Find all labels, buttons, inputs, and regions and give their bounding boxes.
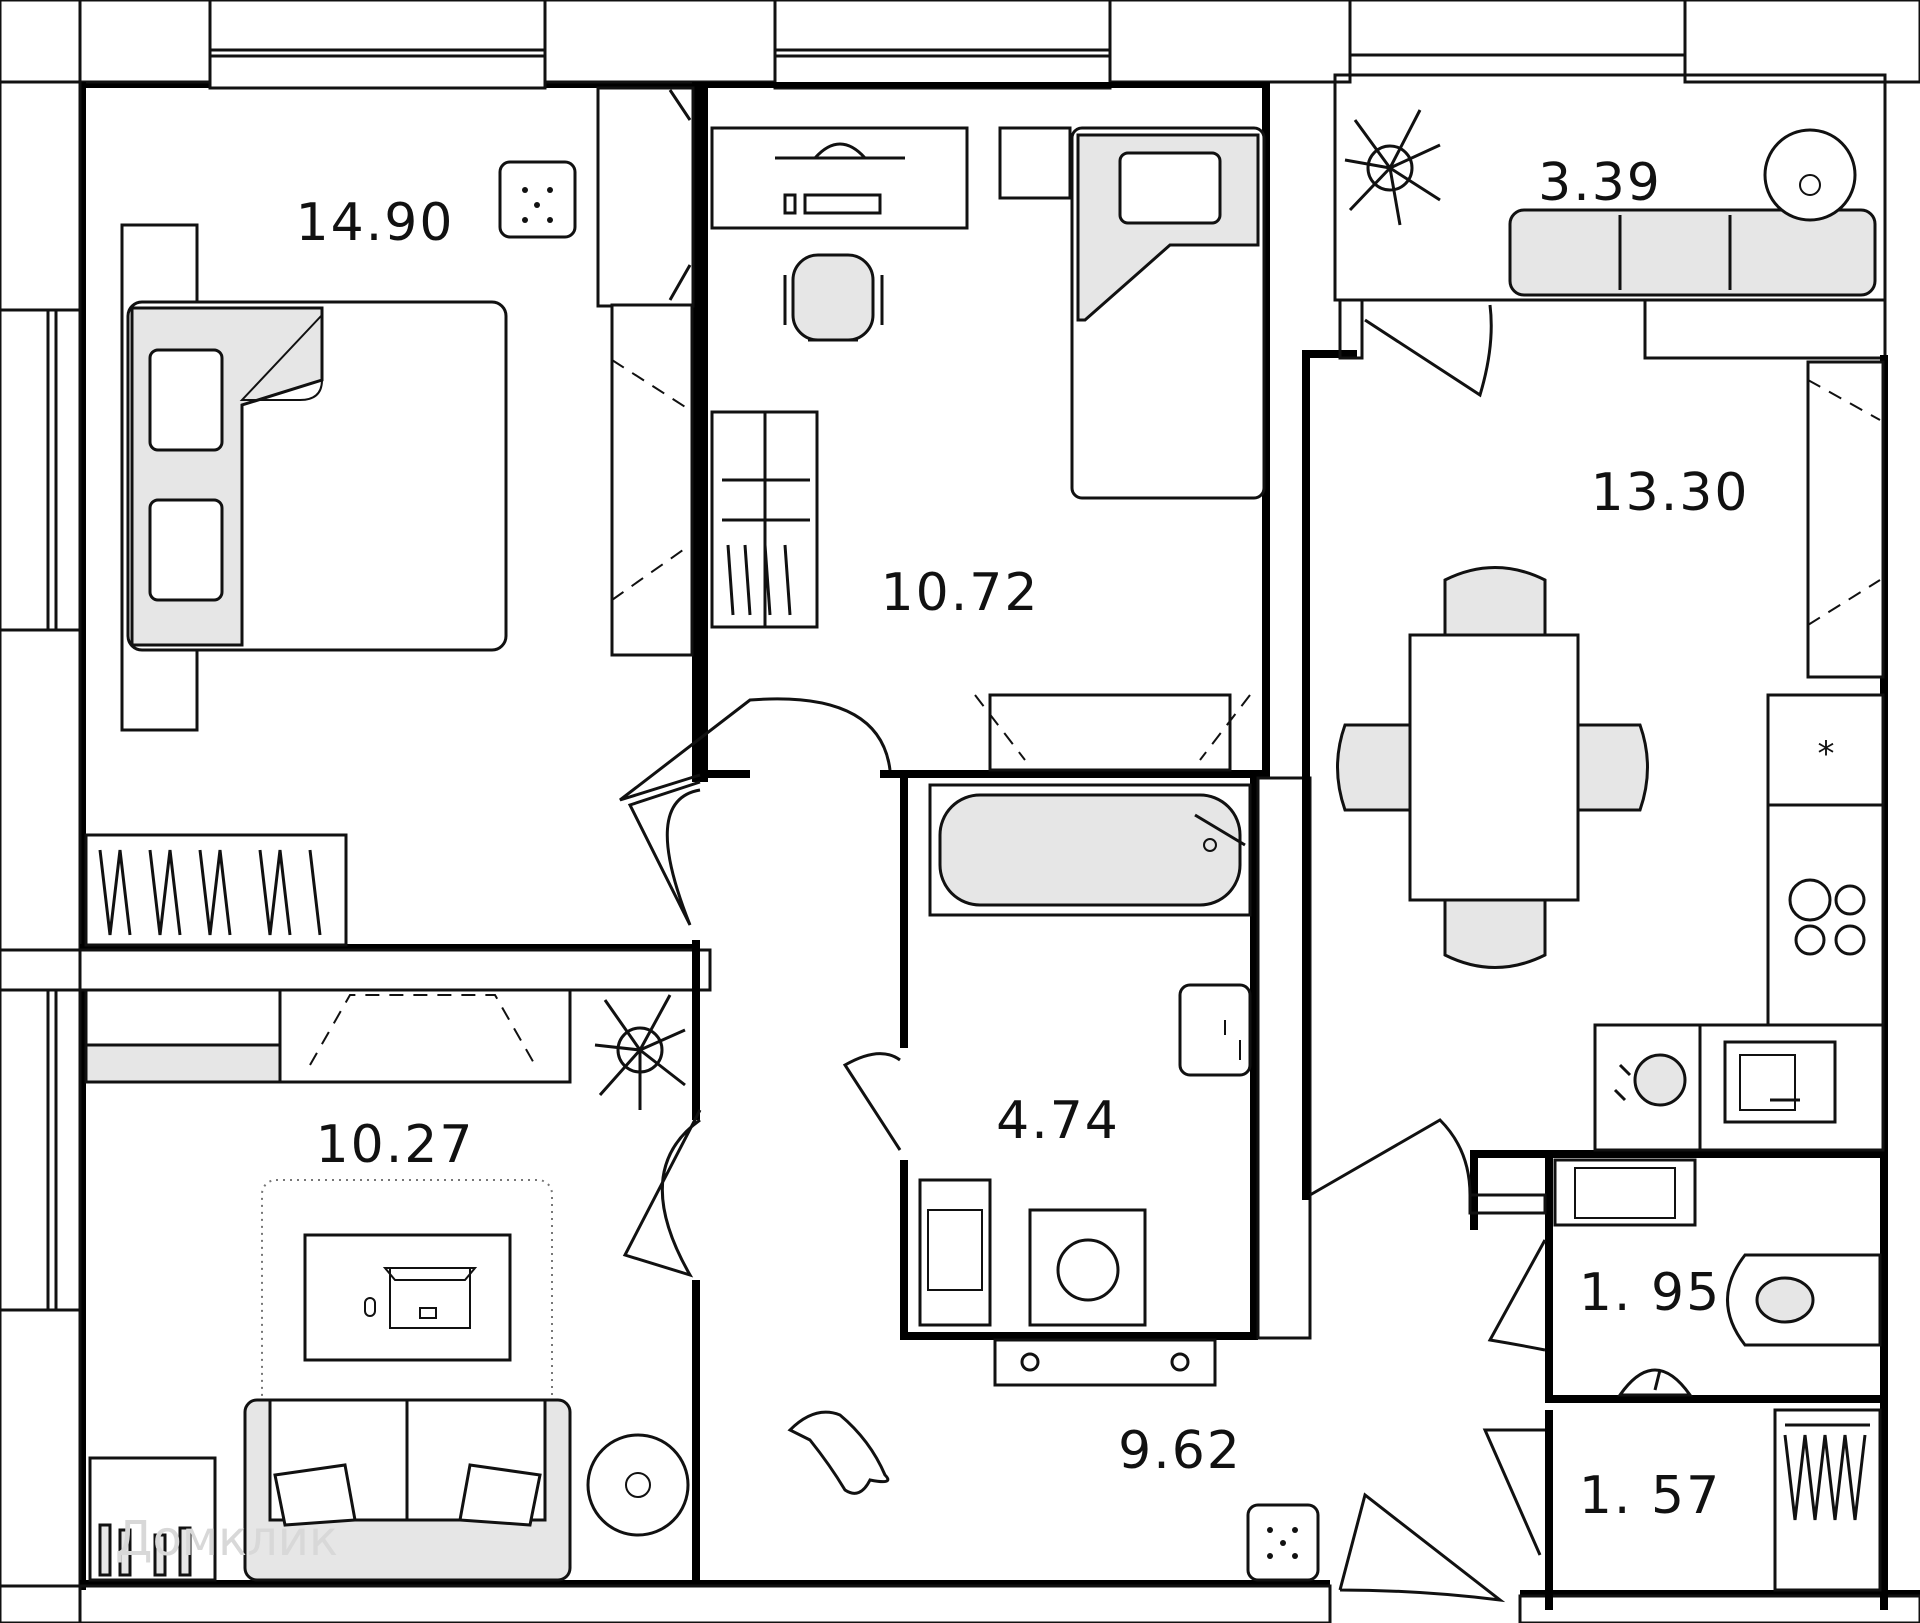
- sofa-icon: [1508, 208, 1877, 297]
- area-label-kitchen-living: 13.30: [1591, 463, 1750, 523]
- wardrobe-icon: [596, 86, 695, 657]
- pillow-icon: [148, 498, 224, 602]
- bedroom: [84, 86, 695, 947]
- sink-icon: [1617, 1368, 1693, 1397]
- bathroom: [918, 783, 1252, 1387]
- pillow-icon: [148, 348, 224, 452]
- bed-icon: [126, 300, 508, 652]
- wardrobe-icon: [1806, 360, 1885, 679]
- study: [84, 988, 690, 1582]
- door-icon: [1364, 304, 1493, 398]
- kitchen-living: *: [1336, 360, 1885, 1152]
- plant-icon: [1344, 109, 1441, 226]
- laptop-icon: [382, 1267, 478, 1329]
- watermark: Домклик: [115, 1511, 338, 1567]
- pillow-icon: [273, 1463, 357, 1527]
- area-label-bathroom: 4.74: [996, 1091, 1120, 1151]
- door-icon: [1482, 1428, 1545, 1556]
- door-icon: [1309, 1118, 1472, 1197]
- wardrobe-icon: [1773, 1408, 1882, 1592]
- door-icon: [1338, 1492, 1506, 1603]
- pillow-icon: [1118, 151, 1222, 225]
- bathtub-icon: [928, 783, 1252, 917]
- toilet: [1553, 1158, 1882, 1397]
- window-icon: [1348, 0, 1687, 77]
- chair-icon: [1336, 723, 1412, 812]
- window-icon: [0, 308, 82, 632]
- washing-machine-icon: [1028, 1208, 1147, 1327]
- bookshelf-icon: [88, 1456, 217, 1582]
- area-label-study: 10.27: [316, 1115, 475, 1175]
- stove-icon: [1766, 803, 1885, 1027]
- area-label-hallway: 9.62: [1118, 1421, 1242, 1481]
- sofa-icon: [243, 1398, 572, 1582]
- area-label-storage: 1. 57: [1579, 1466, 1721, 1526]
- storage: [1773, 1408, 1882, 1592]
- sink-icon: [1178, 983, 1252, 1077]
- dining-table-icon: [1336, 566, 1649, 969]
- wardrobe-icon: [84, 833, 348, 947]
- washing-machine-icon: [1553, 1158, 1697, 1227]
- plant-icon: [594, 994, 686, 1110]
- chest-of-drawers: [974, 693, 1251, 772]
- sink-icon: [1723, 1040, 1837, 1124]
- cat-icon: [787, 1410, 890, 1495]
- round-table-icon: [586, 1433, 690, 1537]
- window-icon: [773, 0, 1112, 90]
- hallway: [787, 1410, 1320, 1582]
- area-label-balcony: 3.39: [1538, 153, 1662, 213]
- plant-box: [993, 1338, 1217, 1387]
- window-icon: [0, 988, 82, 1312]
- pillow-icon: [458, 1463, 542, 1527]
- single-bed-icon: [998, 126, 1266, 500]
- desk-icon: [710, 126, 969, 230]
- child-room: [710, 126, 1266, 772]
- svg-text:*: *: [1818, 734, 1835, 774]
- area-label-bedroom: 14.90: [296, 193, 455, 253]
- balcony: [1344, 109, 1877, 297]
- nightstand-icon: [498, 160, 577, 239]
- round-table-icon: [1763, 128, 1857, 222]
- window-icon: [208, 0, 547, 90]
- chair-icon: [1443, 566, 1547, 637]
- nightstand-icon: [1246, 1503, 1320, 1582]
- dryer: [918, 1178, 992, 1327]
- office-chair-icon: [783, 253, 884, 342]
- fridge-icon: *: [1766, 693, 1885, 807]
- wardrobe-icon: [84, 988, 283, 1084]
- door-icon: [842, 1052, 902, 1151]
- chair-icon: [1576, 723, 1649, 812]
- door-icon: [627, 780, 701, 926]
- door-icon: [619, 697, 892, 802]
- area-label-toilet: 1. 95: [1579, 1263, 1721, 1323]
- bookshelf-icon: [710, 410, 819, 629]
- toilet-icon: [1726, 1253, 1882, 1347]
- desk-icon: [303, 1233, 512, 1362]
- monitor-icon: [775, 142, 905, 160]
- door-icon: [1487, 1239, 1547, 1352]
- door-icon: [622, 1109, 702, 1278]
- desk-icon: [278, 988, 572, 1084]
- doors: [619, 304, 1547, 1603]
- chair-icon: [1443, 898, 1547, 969]
- area-label-child-room: 10.72: [881, 563, 1040, 623]
